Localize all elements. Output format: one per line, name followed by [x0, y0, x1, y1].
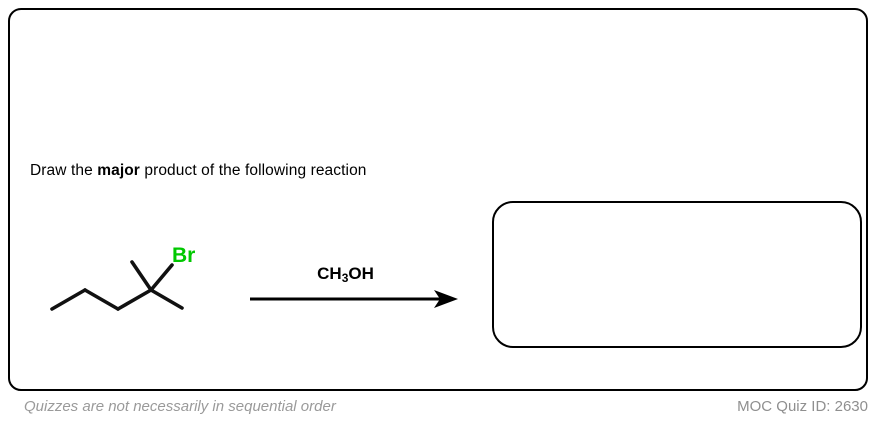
bond-c4-c3: [83, 288, 120, 311]
bond-c2-methyl-up: [130, 260, 153, 292]
footer-note: Quizzes are not necessarily in sequentia…: [24, 398, 336, 415]
prompt-suffix: product of the following reaction: [139, 162, 367, 179]
arrow-head: [434, 290, 458, 308]
footer: Quizzes are not necessarily in sequentia…: [0, 398, 882, 428]
quiz-id-label: MOC Quiz ID: 2630: [737, 398, 868, 415]
reagent-formula-subscript: 3: [341, 271, 349, 285]
reactant-structure-2-bromo-2-methylpentane: Br: [50, 244, 195, 311]
reaction-scheme: Br CH3OH: [10, 10, 865, 388]
bond-c3-c2: [116, 288, 153, 311]
skeletal-bonds: [50, 260, 184, 311]
reaction-arrow-icon: [250, 290, 458, 308]
bond-c2-br: [149, 263, 174, 292]
reagent-label: CH3OH: [293, 264, 398, 285]
prompt-emphasis: major: [97, 162, 140, 179]
bromine-label: Br: [172, 244, 195, 267]
bond-c5-c4: [50, 288, 87, 311]
reagent-formula-head: CH: [317, 264, 342, 283]
quiz-card: Draw the major product of the following …: [8, 8, 868, 391]
answer-drawing-area[interactable]: [492, 201, 862, 348]
reagent-formula-tail: OH: [348, 264, 374, 283]
page-title: Draw the major product of the following …: [30, 162, 367, 180]
prompt-prefix: Draw the: [30, 162, 98, 179]
bond-c2-methyl-down: [149, 288, 184, 310]
